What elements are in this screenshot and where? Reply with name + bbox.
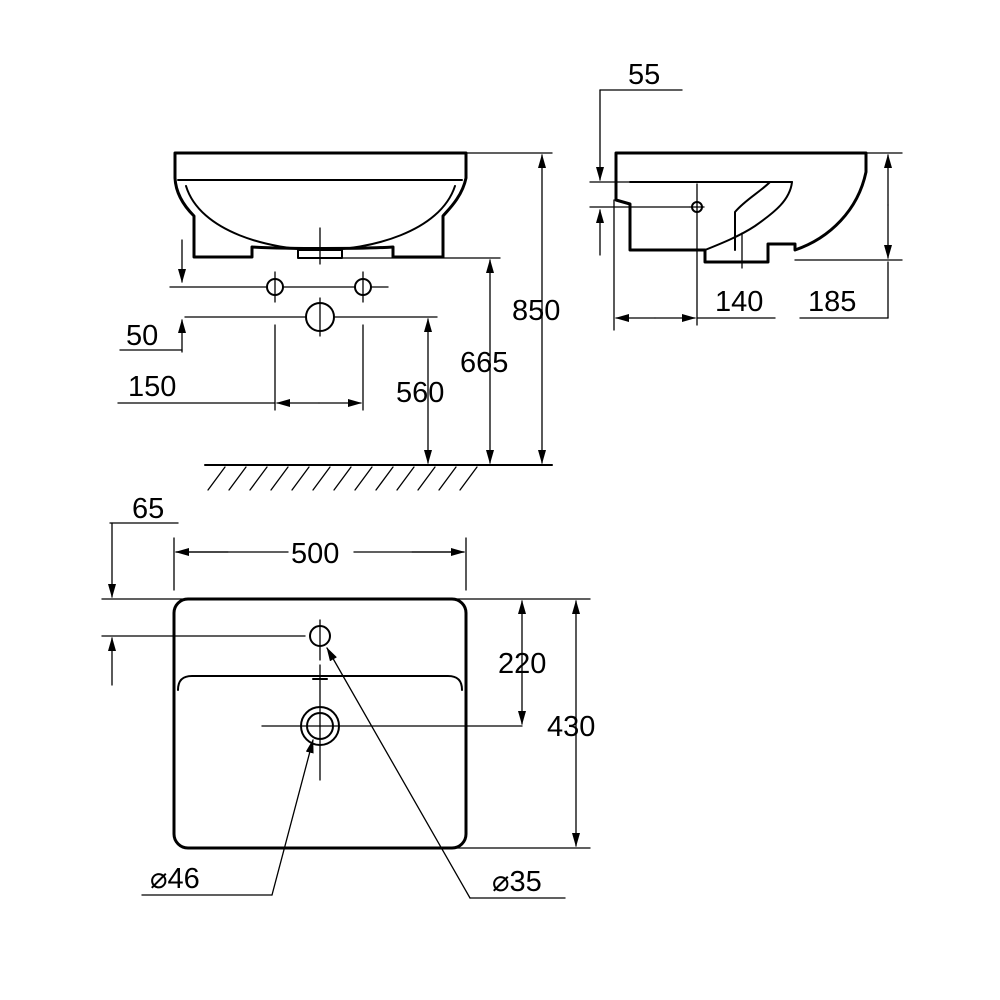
dia-35-label: ⌀35 (492, 866, 542, 898)
basin-side-inner-curve (734, 181, 771, 251)
dim-150-label: 150 (128, 371, 176, 403)
dim-185-label: 185 (808, 286, 856, 318)
dim-665-label: 665 (460, 347, 508, 379)
dim-500-label: 500 (291, 538, 339, 570)
dim-50-label: 50 (126, 320, 158, 352)
floor-hatching (207, 466, 478, 491)
side-view: 55 140 185 (589, 59, 903, 331)
dim-560-label: 560 (396, 377, 444, 409)
front-view: 50 150 560 665 850 (117, 151, 560, 491)
dim-850-label: 850 (512, 295, 560, 327)
dim-220-label: 220 (498, 648, 546, 680)
dim-430-label: 430 (547, 711, 595, 743)
basin-side-bowl (704, 181, 793, 251)
basin-front-outline (173, 151, 468, 259)
dia-35-leader (326, 647, 471, 899)
top-view: 65 500 220 430 ⌀46 (101, 493, 595, 899)
dim-55-label: 55 (628, 59, 660, 91)
dia-46-label: ⌀46 (150, 863, 200, 895)
dia-46-leader (271, 739, 314, 896)
dim-65-label: 65 (132, 493, 164, 525)
dim-140-label: 140 (715, 286, 763, 318)
